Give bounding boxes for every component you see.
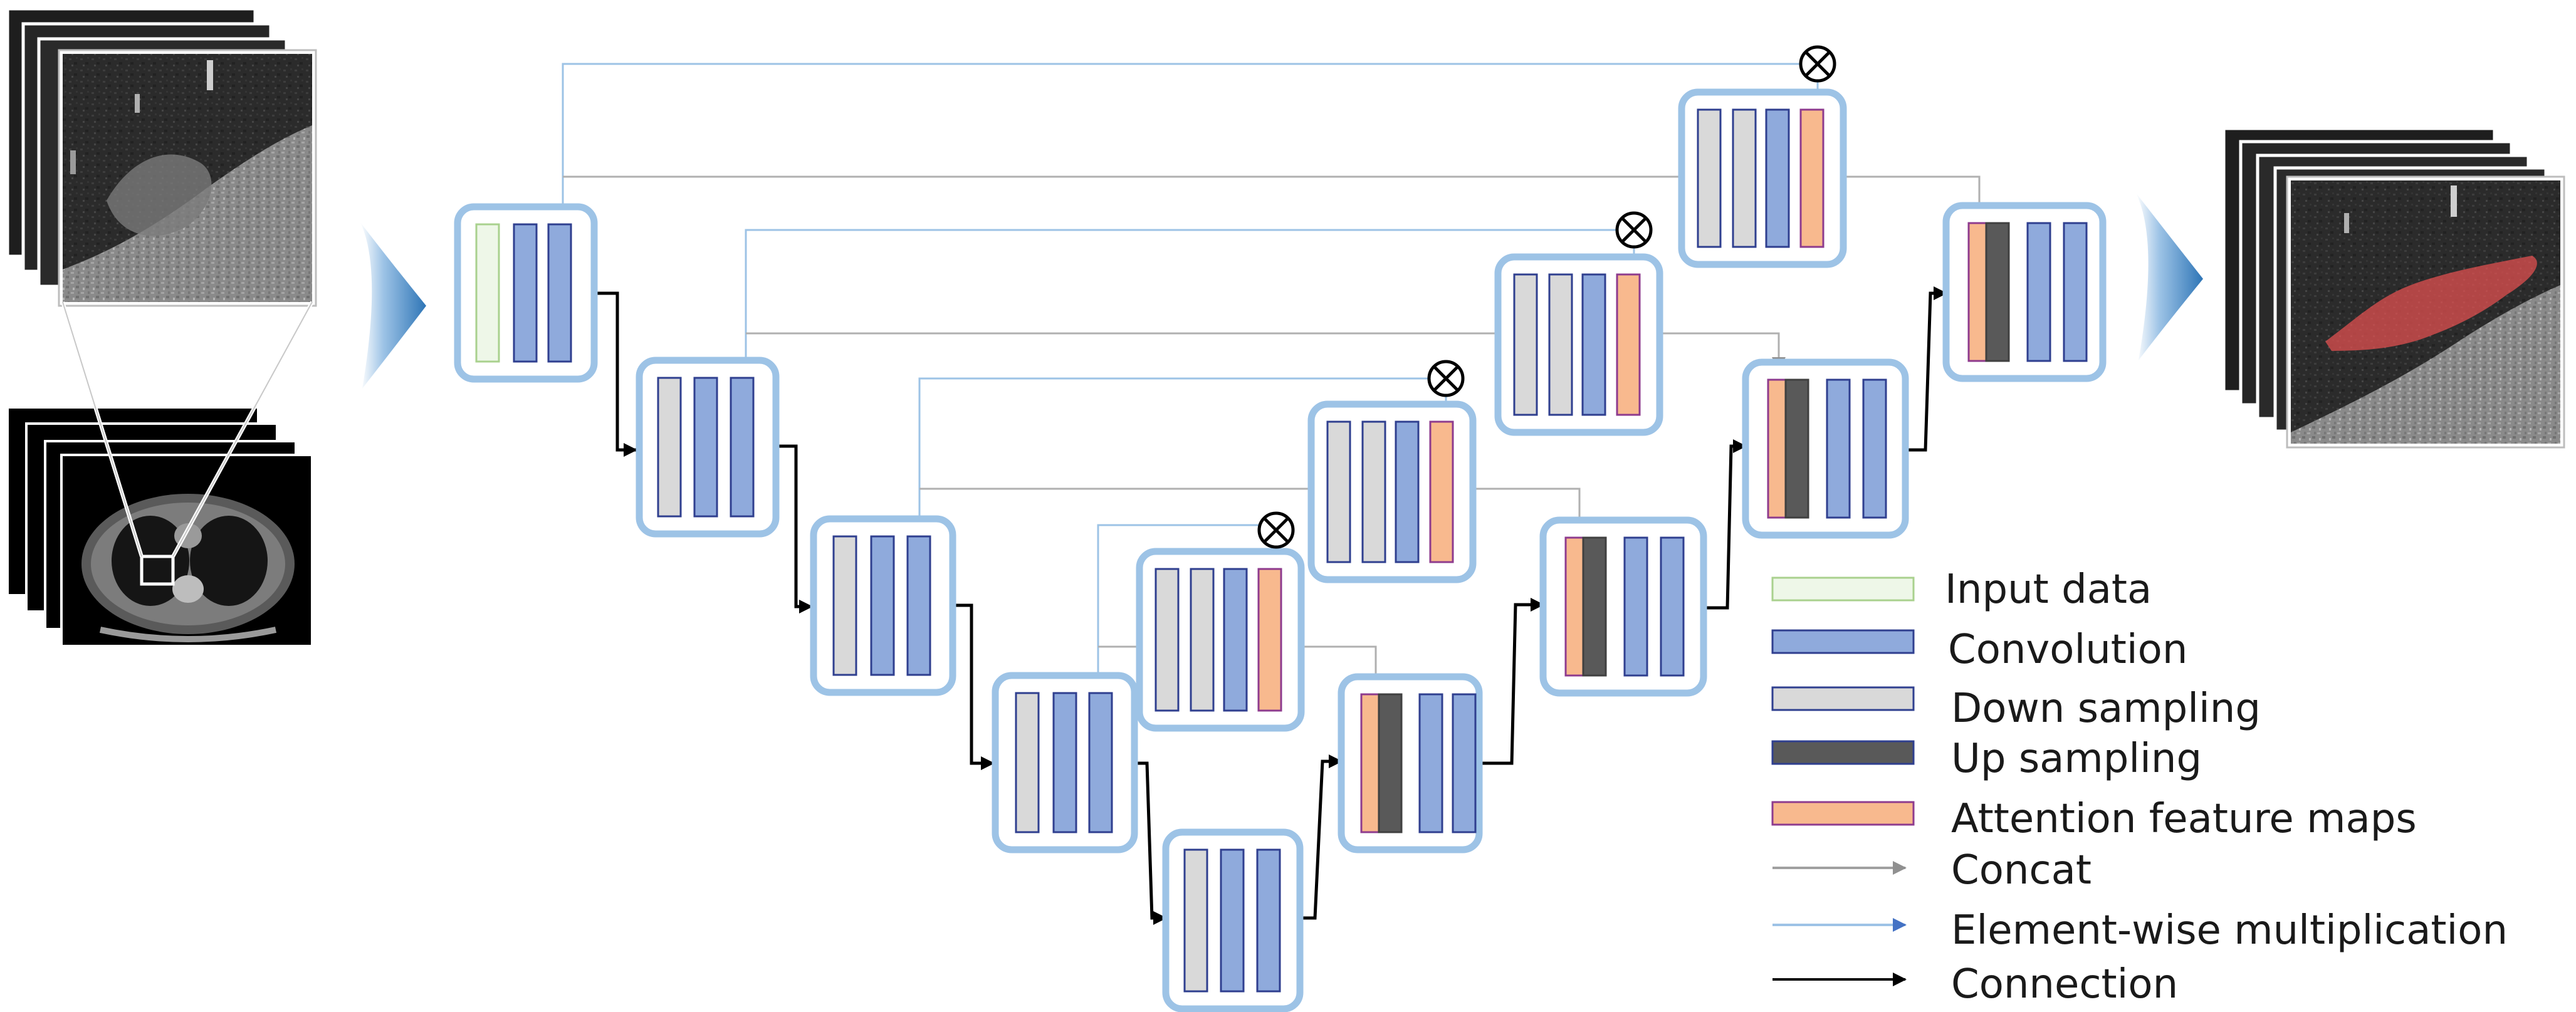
- legend-label-down: Down sampling: [1951, 686, 2261, 732]
- concat-line-level-3: [919, 488, 1586, 531]
- conv-layer-bar: [693, 377, 718, 518]
- circled-times-icon: [1615, 211, 1653, 249]
- conv-layer-bar: [1256, 848, 1281, 993]
- legend-label-attn: Attention feature maps: [1951, 796, 2417, 842]
- conv-layer-bar: [1220, 848, 1245, 993]
- input-flow-arrow: [360, 222, 426, 389]
- conv-layer-bar: [1088, 692, 1113, 833]
- decoder-block-4: [1338, 673, 1483, 853]
- legend: Input data Convolution Down sampling Up …: [1771, 566, 2508, 1008]
- down-layer-bar: [1697, 108, 1722, 248]
- conv-layer-bar: [1660, 536, 1685, 677]
- main-connections: [594, 286, 1947, 925]
- circled-times-icon: [1427, 360, 1465, 397]
- conv-layer-bar: [1418, 693, 1443, 833]
- decoder-block-3: [1539, 516, 1707, 697]
- down-layer-bar: [1154, 568, 1180, 712]
- up-layer-bar: [1985, 222, 2010, 362]
- attention-block-2: [1494, 253, 1663, 436]
- encoder-block-4: [992, 672, 1138, 853]
- up-layer-bar: [1784, 378, 1809, 519]
- down-layer-bar: [1015, 692, 1040, 833]
- conv-layer-bar: [1862, 378, 1887, 519]
- decoder-block-2: [1742, 358, 1909, 539]
- conv-layer-bar: [1395, 420, 1420, 563]
- ct-slice-stack: [6, 406, 313, 647]
- down-layer-bar: [1732, 108, 1757, 248]
- attn-layer-bar: [1799, 108, 1825, 248]
- conv-layer-bar: [1452, 693, 1477, 833]
- network-blocks: [454, 88, 2107, 1012]
- conv-layer-bar: [513, 223, 538, 363]
- up-layer-bar: [1378, 693, 1403, 833]
- legend-swatch-down: [1771, 686, 1915, 711]
- legend-swatch-input: [1771, 576, 1915, 602]
- legend-label-connection: Connection: [1951, 961, 2178, 1008]
- down-layer-bar: [657, 377, 682, 518]
- conv-layer-bar: [1623, 536, 1648, 677]
- legend-swatch-attn: [1771, 801, 1915, 826]
- legend-label-input: Input data: [1945, 566, 2152, 613]
- input-layer-bar: [475, 223, 500, 363]
- conv-layer-bar: [2063, 222, 2088, 362]
- gating-line-level-2: [745, 229, 1641, 367]
- segmentation-mask: [2325, 256, 2537, 351]
- attn-layer-bar: [1616, 273, 1641, 416]
- encoder-block-3: [810, 515, 956, 696]
- legend-label-up: Up sampling: [1951, 736, 2202, 782]
- conv-layer-bar: [1581, 273, 1606, 416]
- gating-line-level-3: [918, 377, 1453, 542]
- legend-label-mult: Element-wise multiplication: [1951, 907, 2508, 954]
- attention-block-1: [1678, 88, 1847, 268]
- conv-layer-bar: [1826, 378, 1851, 519]
- down-layer-bar: [1361, 420, 1386, 563]
- conv-layer-bar: [1052, 692, 1077, 833]
- legend-swatch-conv: [1771, 629, 1915, 654]
- encoder-block-2: [636, 357, 780, 538]
- down-layer-bar: [1326, 420, 1351, 563]
- bottleneck-block: [1162, 828, 1304, 1012]
- circled-times-icon: [1799, 45, 1836, 83]
- gating-line-level-1: [562, 63, 1825, 213]
- attn-layer-bar: [1257, 568, 1282, 712]
- legend-label-conv: Convolution: [1948, 627, 2187, 673]
- conv-layer-bar: [870, 535, 895, 676]
- skip-connections: [562, 63, 1986, 696]
- legend-label-concat: Concat: [1951, 847, 2092, 894]
- attn-layer-bar: [1429, 420, 1454, 563]
- attention-block-3: [1307, 400, 1477, 583]
- zoomed-ct-patch: [58, 49, 317, 307]
- output-image-group: [2222, 127, 2565, 449]
- input-image-group: [6, 7, 317, 647]
- conv-layer-bar: [906, 535, 931, 676]
- decoder-block-1: [1942, 202, 2107, 382]
- conv-layer-bar: [547, 223, 572, 363]
- up-layer-bar: [1582, 536, 1607, 677]
- multiply-symbols: [1257, 45, 1836, 549]
- conv-layer-bar: [1765, 108, 1790, 248]
- attention-block-4: [1136, 548, 1305, 732]
- conv-layer-bar: [1223, 568, 1248, 712]
- down-layer-bar: [1183, 848, 1208, 993]
- conv-layer-bar: [2026, 222, 2051, 362]
- down-layer-bar: [1548, 273, 1573, 416]
- down-layer-bar: [1513, 273, 1538, 416]
- circled-times-icon: [1257, 511, 1295, 549]
- down-layer-bar: [1190, 568, 1215, 712]
- legend-swatch-up: [1771, 740, 1915, 765]
- segmented-ct-patch: [2286, 175, 2565, 449]
- conv-layer-bar: [730, 377, 755, 518]
- down-layer-bar: [832, 535, 857, 676]
- concat-line-level-2: [746, 332, 1786, 371]
- output-flow-arrow: [2136, 193, 2203, 360]
- encoder-block-1: [454, 203, 598, 383]
